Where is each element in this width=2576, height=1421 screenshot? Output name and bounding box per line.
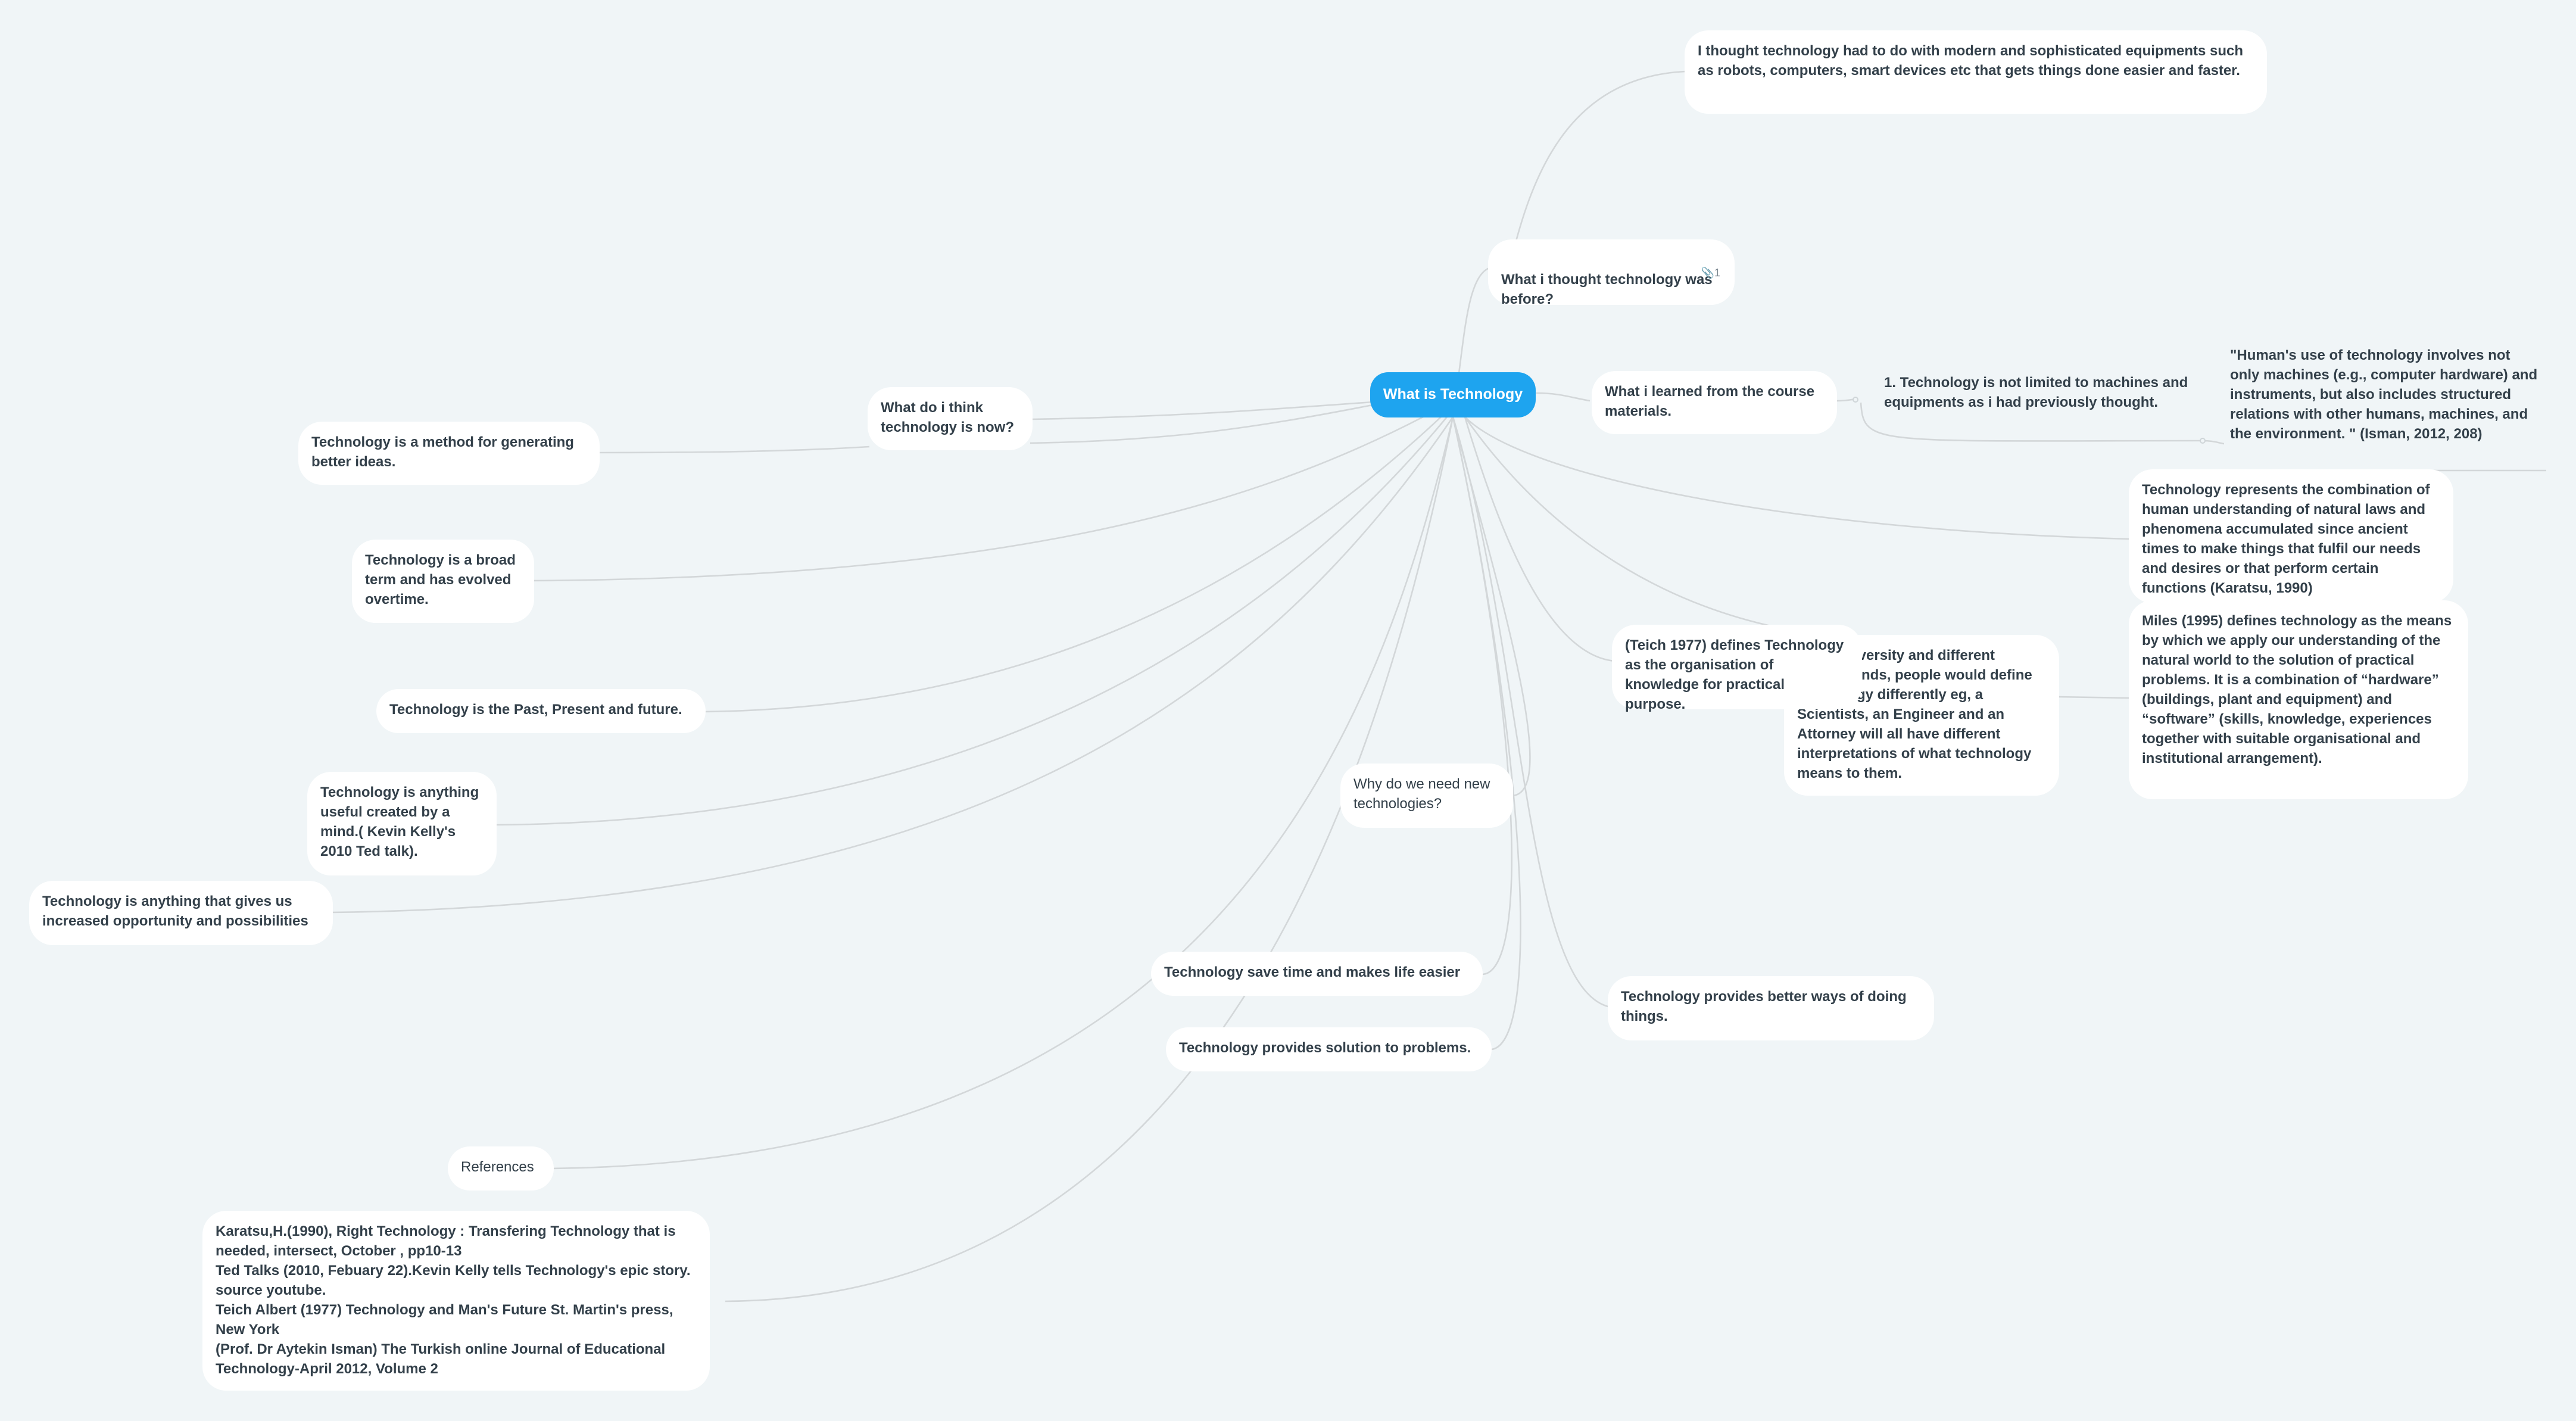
topic-think-now[interactable]: What do i think technology is now? [868, 387, 1033, 450]
connector-references-text [725, 416, 1454, 1302]
connector-think-now-b [1030, 404, 1373, 444]
topic-teich[interactable]: (Teich 1977) defines Technology as the o… [1612, 625, 1862, 712]
connector-isman [1860, 402, 2225, 445]
topic-miles[interactable]: Miles (1995) defines technology as the m… [2129, 600, 2468, 799]
connector-karatsu [1464, 416, 2129, 540]
topic-thought-before-detail[interactable]: I thought technology had to do with mode… [1685, 30, 2267, 114]
topic-solution[interactable]: Technology provides solution to problems… [1166, 1027, 1492, 1071]
topic-references[interactable]: References [448, 1146, 554, 1191]
root-topic[interactable]: What is Technology [1370, 372, 1536, 417]
topic-why-new[interactable]: Why do we need new technologies? [1340, 764, 1513, 828]
connector-past [702, 416, 1442, 713]
connector-solution [1452, 416, 1521, 1051]
connector-anything [495, 416, 1448, 826]
topic-broad[interactable]: Technology is a broad term and has evolv… [352, 540, 534, 623]
topic-opportunity[interactable]: Technology is anything that gives us inc… [29, 881, 333, 945]
topic-references-text[interactable]: Karatsu,H.(1990), Right Technology : Tra… [202, 1211, 710, 1391]
topic-save-time[interactable]: Technology save time and makes life easi… [1151, 952, 1483, 996]
connector-think-now-a [1030, 401, 1373, 420]
connector-broad [532, 416, 1424, 582]
connector-knob[interactable] [2200, 438, 2206, 444]
connector-thought-detail [1508, 70, 1686, 267]
topic-isman-quote[interactable]: "Human's use of technology involves not … [2230, 347, 2538, 442]
topic-anything-useful[interactable]: Technology is anything useful created by… [307, 772, 497, 875]
connector-opportunity [330, 416, 1454, 914]
connector-teich [1464, 416, 1616, 662]
connector-miles [2057, 696, 2129, 699]
connector-better-ways [1452, 416, 1608, 1008]
connector-diversity [1464, 416, 1817, 635]
attachment-count: 1 [1714, 267, 1720, 279]
topic-label: What i thought technology was before? [1501, 272, 1713, 307]
topic-thought-before[interactable]: What i thought technology was before? 📎1 [1488, 239, 1735, 307]
connector-learned [1536, 392, 1590, 402]
connector-knob[interactable] [1853, 397, 1858, 403]
topic-learned-1[interactable]: 1. Technology is not limited to machines… [1884, 375, 2188, 410]
topic-past[interactable]: Technology is the Past, Present and futu… [376, 689, 706, 733]
topic-karatsu[interactable]: Technology represents the combination of… [2129, 469, 2453, 603]
connector-method [595, 445, 870, 454]
topic-learned[interactable]: What i learned from the course materials… [1592, 371, 1837, 434]
topic-method[interactable]: Technology is a method for generating be… [298, 422, 600, 485]
connector-references [550, 416, 1454, 1170]
topic-better-ways[interactable]: Technology provides better ways of doing… [1608, 976, 1934, 1040]
paperclip-icon[interactable]: 📎1 [1701, 267, 1720, 279]
